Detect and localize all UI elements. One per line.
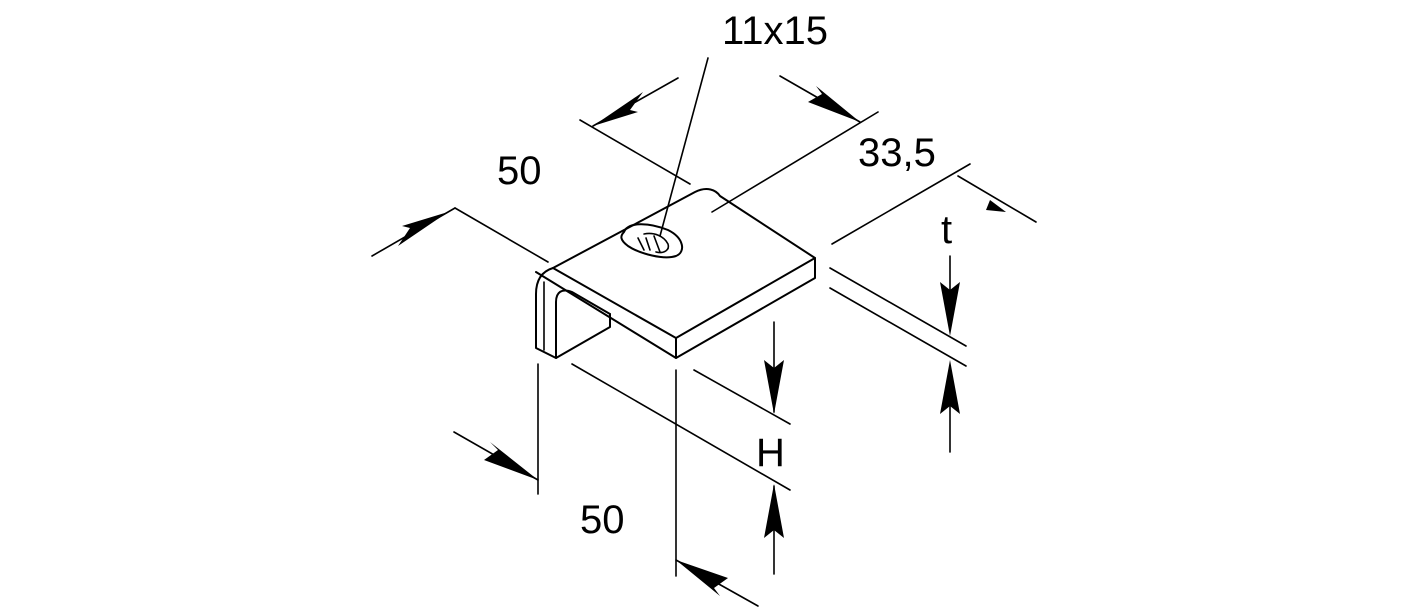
u-bend-inner xyxy=(555,313,611,359)
slot-hole xyxy=(620,223,684,259)
arrow-hole-left xyxy=(593,92,643,126)
arrow-height-bottom xyxy=(764,484,784,538)
arrow-height-top xyxy=(764,360,784,414)
u-bend-outer xyxy=(535,267,611,359)
hole-size-label: 11x15 xyxy=(722,9,828,53)
arrow-width-bottom-left xyxy=(484,442,538,480)
width-top-label: 50 xyxy=(497,149,542,193)
arrow-hole-right xyxy=(808,86,860,122)
depth-label: 33,5 xyxy=(858,131,936,175)
arrow-thickness-bottom xyxy=(940,360,960,414)
top-front-edge xyxy=(552,267,677,339)
arrow-width-top xyxy=(398,212,448,246)
front-face-edge xyxy=(675,257,816,359)
dimension-arrows xyxy=(398,86,1006,596)
arrow-width-bottom-right xyxy=(676,560,728,596)
arrow-depth xyxy=(958,176,1006,212)
height-label: H xyxy=(756,431,785,475)
width-bottom-label: 50 xyxy=(580,498,625,542)
arrow-thickness-top xyxy=(940,282,960,336)
thickness-label: t xyxy=(941,208,952,252)
clamp-part xyxy=(535,188,816,359)
dimension-lines xyxy=(371,57,1037,607)
top-face-outline xyxy=(535,188,816,359)
